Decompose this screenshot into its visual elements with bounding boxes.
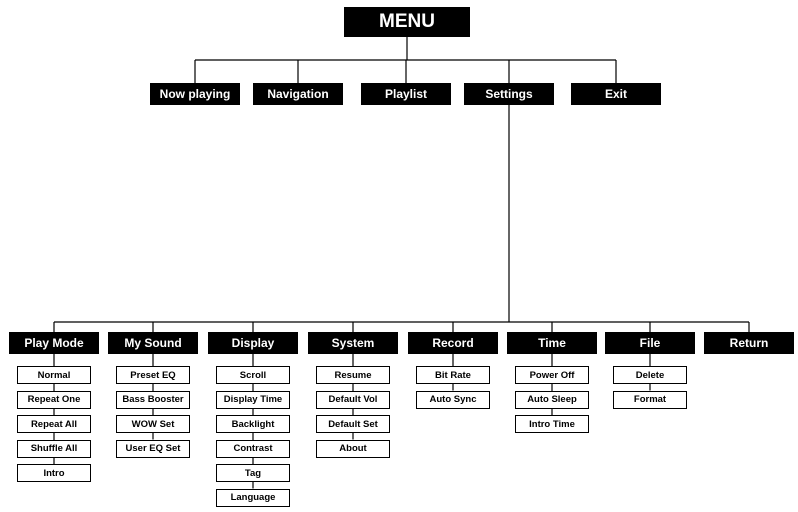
settings-option-auto-sleep[interactable]: Auto Sleep [515,390,589,409]
settings-option-scroll[interactable]: Scroll [216,366,290,384]
settings-category-record[interactable]: Record [408,332,498,354]
menu-item-navigation[interactable]: Navigation [253,83,343,105]
settings-option-default-set[interactable]: Default Set [316,415,390,433]
settings-option-preset-eq[interactable]: Preset EQ [116,366,190,384]
settings-option-user-eq-set[interactable]: User EQ Set [116,439,190,458]
settings-option-normal[interactable]: Normal [17,366,91,384]
settings-option-resume[interactable]: Resume [316,366,390,384]
settings-option-delete[interactable]: Delete [613,366,687,384]
settings-category-system[interactable]: System [308,332,398,354]
settings-option-format[interactable]: Format [613,390,687,409]
settings-option-contrast[interactable]: Contrast [216,439,290,458]
settings-option-auto-sync[interactable]: Auto Sync [416,390,490,409]
settings-option-default-vol[interactable]: Default Vol [316,390,390,409]
settings-category-my-sound[interactable]: My Sound [108,332,198,354]
settings-option-intro[interactable]: Intro [17,464,91,482]
menu-item-settings[interactable]: Settings [464,83,554,105]
menu-root[interactable]: MENU [344,7,470,37]
settings-option-shuffle-all[interactable]: Shuffle All [17,439,91,458]
settings-category-time[interactable]: Time [507,332,597,354]
settings-option-wow-set[interactable]: WOW Set [116,415,190,433]
settings-option-about[interactable]: About [316,439,390,458]
menu-item-now-playing[interactable]: Now playing [150,83,240,105]
menu-item-playlist[interactable]: Playlist [361,83,451,105]
menu-item-exit[interactable]: Exit [571,83,661,105]
settings-option-backlight[interactable]: Backlight [216,415,290,433]
settings-category-play-mode[interactable]: Play Mode [9,332,99,354]
settings-option-language[interactable]: Language [216,488,290,507]
settings-category-file[interactable]: File [605,332,695,354]
settings-option-display-time[interactable]: Display Time [216,390,290,409]
settings-category-return[interactable]: Return [704,332,794,354]
settings-option-bass-booster[interactable]: Bass Booster [116,390,190,409]
settings-category-display[interactable]: Display [208,332,298,354]
settings-option-bit-rate[interactable]: Bit Rate [416,366,490,384]
settings-option-intro-time[interactable]: Intro Time [515,415,589,433]
settings-option-repeat-all[interactable]: Repeat All [17,415,91,433]
settings-option-power-off[interactable]: Power Off [515,366,589,384]
settings-option-tag[interactable]: Tag [216,464,290,482]
settings-option-repeat-one[interactable]: Repeat One [17,390,91,409]
